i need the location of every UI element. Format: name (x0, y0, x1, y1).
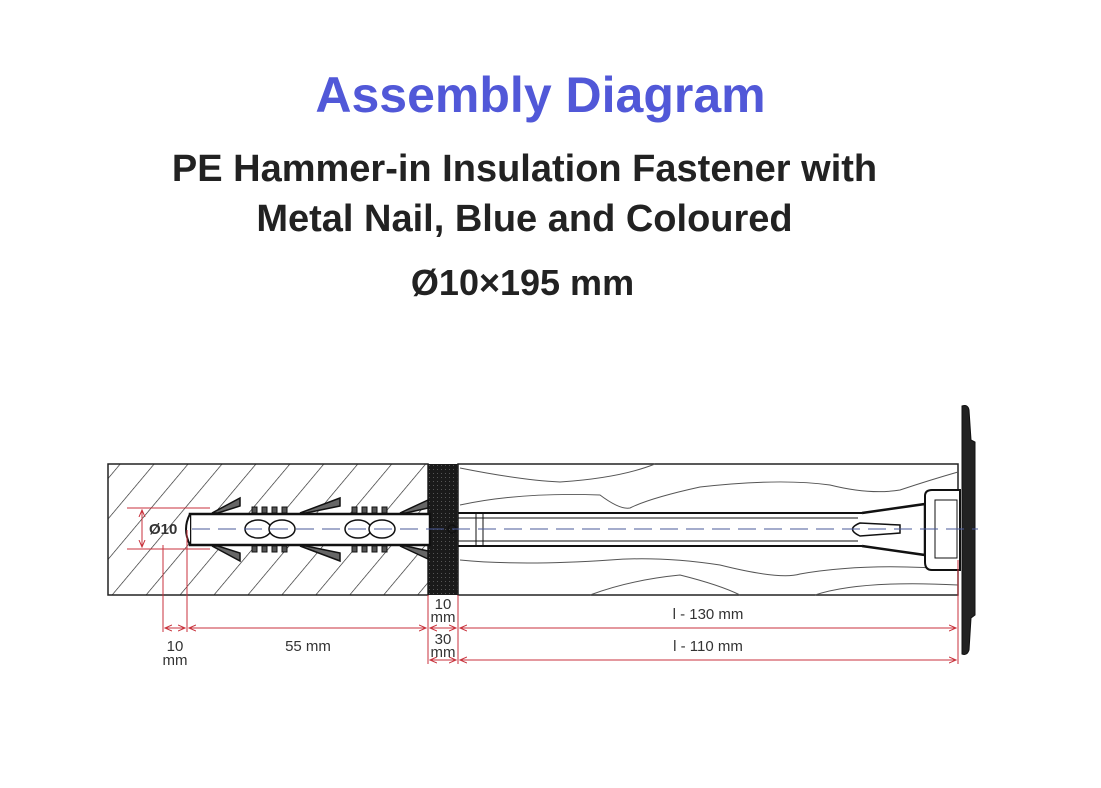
insulation-length-lower: l - 110 mm (673, 638, 743, 655)
fastener-plate (961, 405, 976, 655)
dimension-lines (127, 507, 959, 664)
diagram-title: Assembly Diagram (315, 67, 766, 123)
insulation-length-upper: l - 130 mm (673, 606, 744, 623)
product-name-line2: Metal Nail, Blue and Coloured (256, 198, 793, 240)
tip-length-value: 10 (167, 638, 184, 655)
adhesive-value: 30 (435, 631, 452, 648)
fastener-shaft (447, 489, 961, 571)
product-size: Ø10×195 mm (410, 262, 635, 303)
diameter-label: Ø10 (149, 521, 177, 538)
plaster-value: 10 (435, 596, 452, 613)
plaster-unit: mm (431, 609, 456, 626)
anchor-depth-label: 55 mm (285, 638, 331, 655)
adhesive-unit: mm (431, 644, 456, 661)
product-name-line1: PE Hammer-in Insulation Fastener with (171, 148, 878, 190)
tip-length-unit: mm (163, 652, 188, 669)
